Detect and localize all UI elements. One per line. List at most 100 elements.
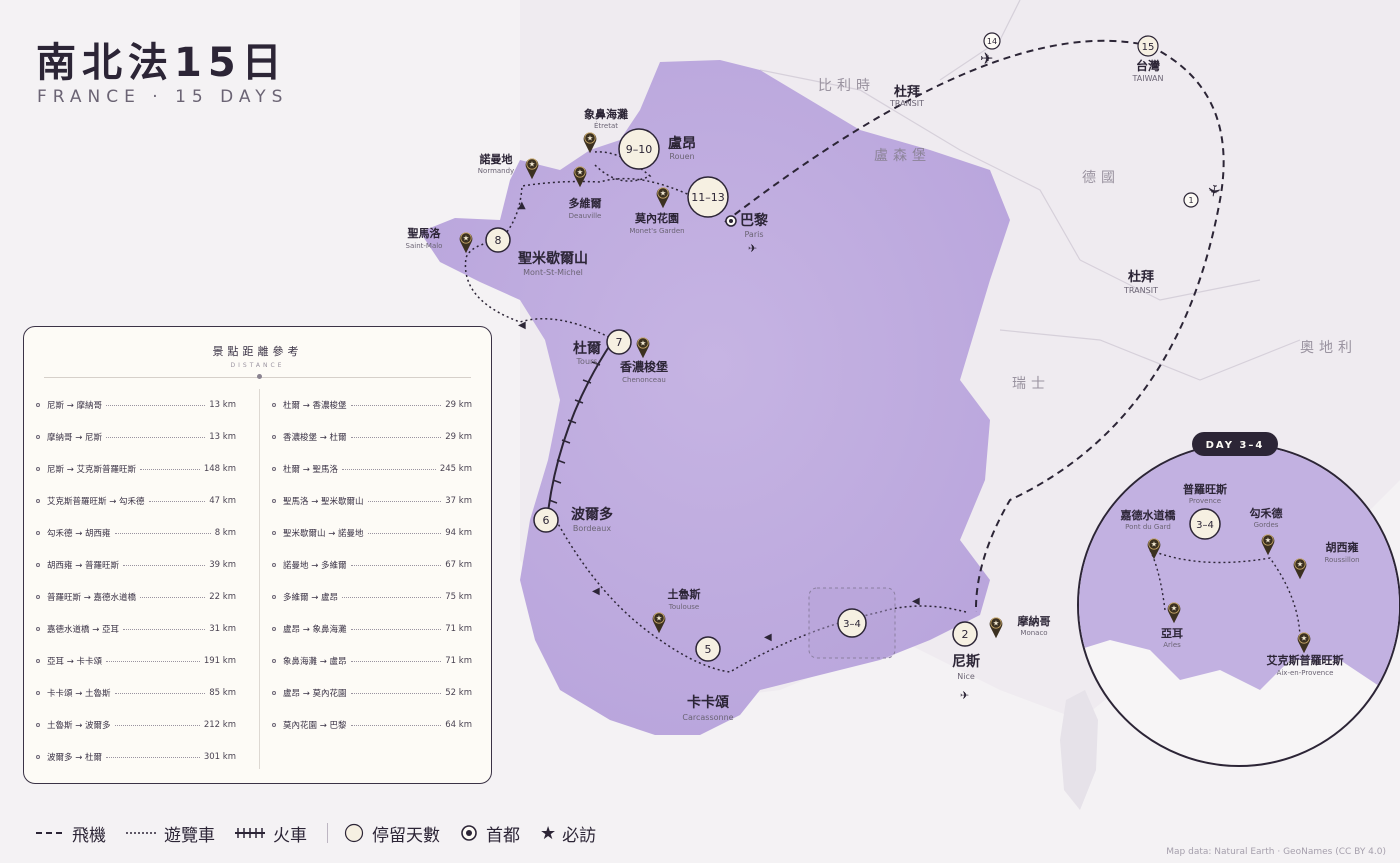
label-bordeaux-en: Bordeaux [573, 524, 612, 533]
country-borders [759, 0, 1301, 381]
column-divider [259, 389, 260, 769]
legend: 飛機 遊覽車 火車 停留天數 首都 ★ 必訪 [36, 820, 616, 846]
label-rouen: 盧昂 [668, 135, 696, 152]
plane-icon: ✈ [1203, 182, 1224, 199]
svg-text:9–10: 9–10 [626, 143, 653, 156]
svg-text:2: 2 [962, 628, 969, 641]
label-deauville-en: Deauville [569, 212, 602, 220]
label-nice-en: Nice [957, 672, 975, 681]
day-marker-1[interactable]: 1 [1183, 192, 1199, 208]
day-marker-carcassonne[interactable]: 5 [695, 636, 721, 662]
label-tours: 杜爾 [573, 340, 601, 357]
capital-icon [461, 825, 477, 841]
divider-dot [257, 374, 262, 379]
map-credit: Map data: Natural Earth · GeoNames (CC B… [1166, 847, 1386, 857]
france-landmass [420, 60, 1010, 735]
legend-bus: 遊覽車 [126, 821, 215, 846]
legend-bus-label: 遊覽車 [164, 825, 215, 846]
day-marker-15[interactable]: 15 [1137, 35, 1159, 57]
label-paris: 巴黎 [740, 212, 768, 229]
label-giverny: 莫內花園 [634, 211, 679, 225]
inset-label-arles-en: Arles [1163, 641, 1181, 649]
inset-label-arles: 亞耳 [1161, 627, 1183, 640]
direction-arrow: ◀ [912, 596, 920, 607]
legend-separator [327, 823, 328, 843]
capital-marker-paris [725, 215, 737, 227]
day-marker-inset[interactable]: 3–4 [1189, 508, 1221, 540]
day-marker-nice[interactable]: 2 [952, 621, 978, 647]
label-tours-en: Tours [576, 357, 598, 366]
label-toulouse-en: Toulouse [668, 603, 699, 611]
day-marker-provence[interactable]: 3–4 [837, 608, 867, 638]
svg-text:3–4: 3–4 [1196, 520, 1214, 531]
label-belgium: 比利時 [818, 78, 875, 94]
svg-text:1: 1 [1188, 196, 1193, 205]
inset-label-provence: 普羅旺斯 [1183, 482, 1227, 496]
legend-must-label: 必訪 [562, 825, 597, 846]
label-chenonceau-en: Chenonceau [622, 376, 666, 384]
inset-badge: DAY 3–4 [1192, 432, 1278, 456]
legend-capital: 首都 [460, 821, 520, 846]
label-germany: 德國 [1082, 170, 1120, 186]
label-carcassonne: 卡卡頌 [687, 694, 729, 711]
day-marker-montstmichel[interactable]: 8 [485, 227, 511, 253]
label-montstmichel-en: Mont-St-Michel [523, 268, 583, 277]
inset-label-gordes: 勾禾德 [1250, 506, 1283, 520]
inset-label-provence-en: Provence [1189, 497, 1221, 505]
svg-text:3–4: 3–4 [843, 619, 861, 630]
day-marker-14[interactable]: 14 [983, 32, 1001, 50]
legend-must: ★ 必訪 [540, 821, 596, 846]
label-carcassonne-en: Carcassonne [682, 713, 733, 722]
legend-stay-label: 停留天數 [372, 825, 440, 846]
label-normandy-en: Normandy [478, 167, 514, 175]
label-rouen-en: Rouen [669, 152, 694, 161]
corsica [1060, 690, 1098, 810]
bus-route [464, 151, 967, 673]
day-marker-tours[interactable]: 7 [606, 329, 632, 355]
label-etretat: 象鼻海灘 [584, 107, 628, 121]
legend-stay: 停留天數 [344, 821, 440, 846]
legend-plane: 飛機 [36, 821, 106, 846]
svg-text:DAY 3–4: DAY 3–4 [1206, 440, 1265, 451]
day-marker-paris[interactable]: 11–13 [687, 176, 729, 218]
label-monaco-en: Monaco [1020, 629, 1047, 637]
svg-text:15: 15 [1142, 42, 1155, 53]
legend-capital-label: 首都 [486, 825, 520, 846]
label-austria: 奧地利 [1300, 340, 1357, 356]
plane-line-icon [36, 832, 64, 834]
day-marker-rouen[interactable]: 9–10 [618, 128, 660, 170]
flight-route-outbound [724, 39, 1151, 223]
direction-arrow: ◀ [764, 632, 772, 643]
label-paris-en: Paris [744, 230, 763, 239]
page-subtitle: FRANCE · 15 DAYS [37, 87, 289, 107]
label-dubai-right: 杜拜 [1128, 269, 1154, 285]
day-marker-bordeaux[interactable]: 6 [533, 507, 559, 533]
bus-line-icon [126, 832, 156, 834]
legend-train-label: 火車 [273, 825, 307, 846]
direction-arrow: ◀ [518, 320, 526, 331]
label-etretat-en: Étretat [594, 121, 618, 130]
stay-circle-icon [344, 823, 364, 843]
label-luxembourg: 盧森堡 [874, 148, 931, 164]
label-chenonceau: 香濃梭堡 [619, 359, 668, 374]
